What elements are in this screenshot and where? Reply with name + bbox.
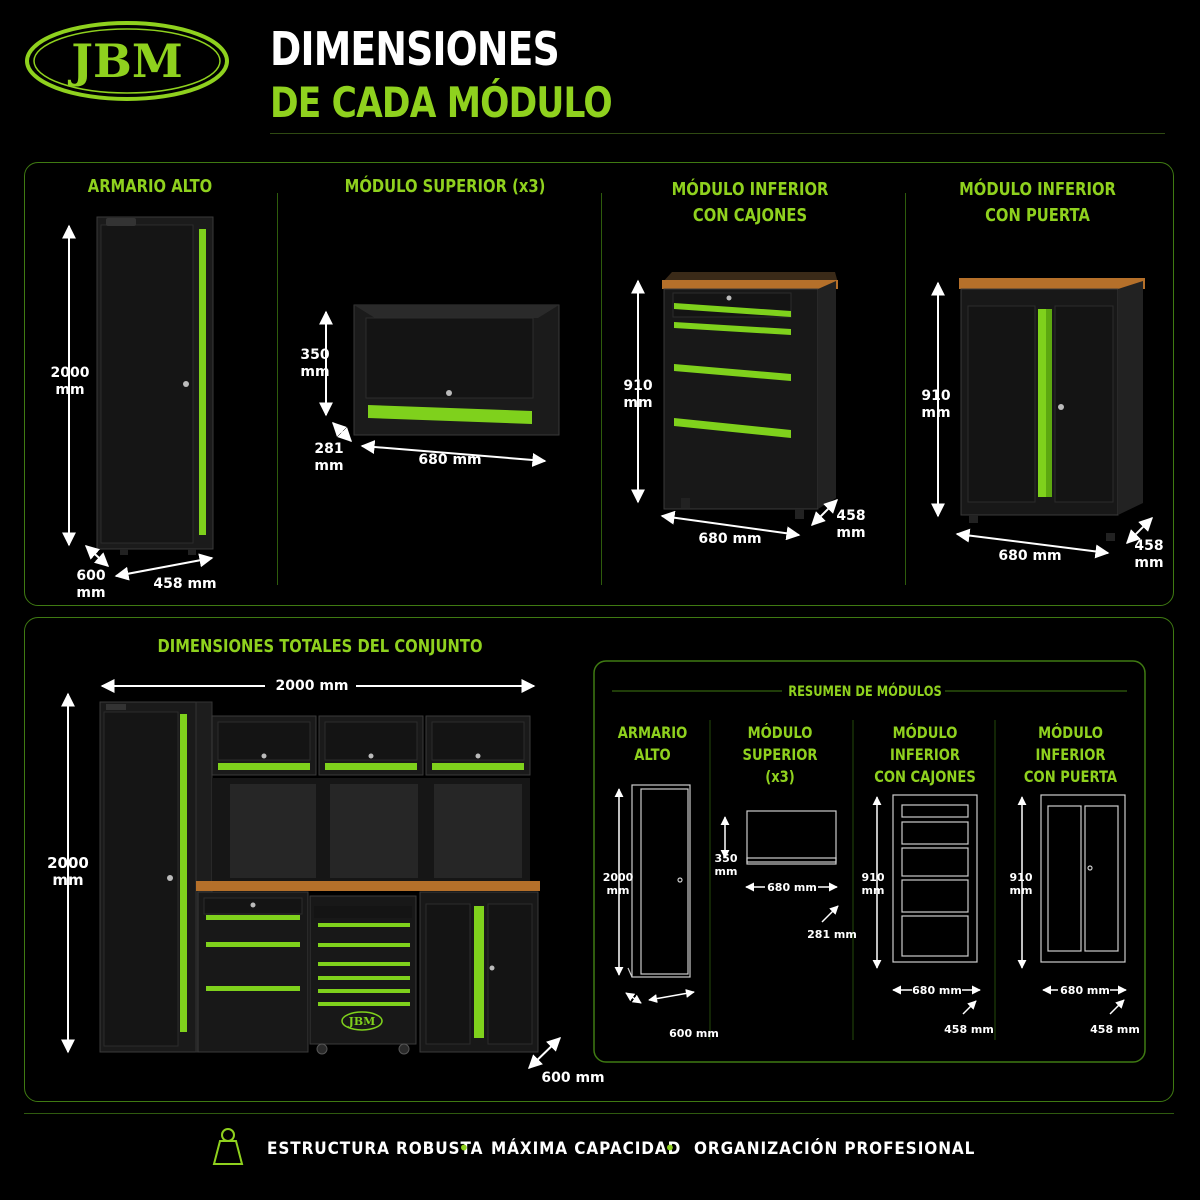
dim-cajones-depth: 458 mm	[836, 508, 866, 541]
door-cabinet-illustration	[959, 278, 1145, 541]
summary-dim-puerta-width: 680 mm	[1060, 984, 1110, 997]
panel-divider	[601, 193, 602, 585]
dim-armario-depth: 600 mm	[76, 568, 106, 601]
dim-puerta-height: 910 mm	[921, 388, 951, 421]
summary-title: RESUMEN DE MÓDULOS	[788, 684, 942, 700]
logo-text: JBM	[67, 34, 183, 88]
dim-total-depth: 600 mm	[541, 1070, 605, 1086]
drawer-cabinet-illustration	[662, 272, 838, 519]
summary-label-armario: ARMARIO ALTO	[617, 723, 688, 764]
dim-cajones-width: 680 mm	[698, 531, 762, 547]
summary-dim-cajones-width: 680 mm	[912, 984, 962, 997]
wall-cabinet-illustration	[353, 304, 560, 436]
dim-armario-width: 458 mm	[153, 576, 217, 592]
footer-separator: •	[458, 1136, 470, 1160]
page-subtitle: DE CADA MÓDULO	[270, 78, 613, 127]
summary-dim-superior-depth: 281 mm	[807, 928, 857, 941]
total-label: DIMENSIONES TOTALES DEL CONJUNTO	[157, 636, 483, 657]
summary-panel	[593, 660, 1146, 1063]
summary-dim-puerta-depth: 458 mm	[1090, 1023, 1140, 1036]
jbm-logo: JBM	[25, 21, 229, 101]
footer-item-estructura: ESTRUCTURA ROBUSTA	[267, 1139, 484, 1159]
dim-cajones-height: 910 mm	[623, 378, 653, 411]
tall-cabinet-illustration	[96, 216, 214, 555]
dim-puerta-width: 680 mm	[998, 548, 1062, 564]
summary-label-puerta: MÓDULO INFERIOR CON PUERTA	[1023, 723, 1118, 786]
dim-total-height: 2000 mm	[47, 854, 89, 889]
summary-label-cajones: MÓDULO INFERIOR CON CAJONES	[874, 723, 976, 786]
dim-puerta-depth: 458 mm	[1134, 538, 1164, 571]
summary-dim-cajones-height: 910 mm	[861, 871, 885, 897]
summary-dim-armario-depth: 600 mm	[669, 1027, 719, 1040]
footer-separator: •	[664, 1136, 676, 1160]
panel-divider	[277, 193, 278, 585]
dim-superior-height: 350 mm	[300, 347, 330, 380]
total-panel	[24, 617, 1174, 1102]
page-title: DIMENSIONES	[270, 22, 560, 76]
footer-item-organizacion: ORGANIZACIÓN PROFESIONAL	[694, 1139, 976, 1159]
summary-dim-superior-height: 350 mm	[714, 852, 738, 878]
panel-divider	[905, 193, 906, 585]
summary-label-superior: MÓDULO SUPERIOR (x3)	[742, 723, 818, 786]
summary-dim-armario-height: 2000 mm	[602, 871, 634, 897]
dim-superior-width: 680 mm	[418, 452, 482, 468]
modules-panel	[24, 162, 1174, 606]
footer-divider	[24, 1113, 1174, 1114]
header-divider	[270, 133, 1165, 134]
summary-dim-cajones-depth: 458 mm	[944, 1023, 994, 1036]
footer-item-capacidad: MÁXIMA CAPACIDAD	[491, 1139, 682, 1159]
dim-total-width: 2000 mm	[275, 678, 349, 694]
cart-logo: JBM	[348, 1015, 376, 1028]
summary-dim-superior-width: 680 mm	[767, 881, 817, 894]
module-label-inferior-cajones: MÓDULO INFERIOR CON CAJONES	[671, 179, 829, 226]
dim-armario-height: 2000 mm	[50, 365, 90, 398]
summary-dim-puerta-height: 910 mm	[1009, 871, 1033, 897]
module-label-armario-alto: ARMARIO ALTO	[87, 176, 213, 197]
dim-superior-depth: 281 mm	[314, 441, 344, 474]
module-label-superior: MÓDULO SUPERIOR (x3)	[344, 176, 546, 197]
module-label-inferior-puerta: MÓDULO INFERIOR CON PUERTA	[959, 179, 1116, 226]
